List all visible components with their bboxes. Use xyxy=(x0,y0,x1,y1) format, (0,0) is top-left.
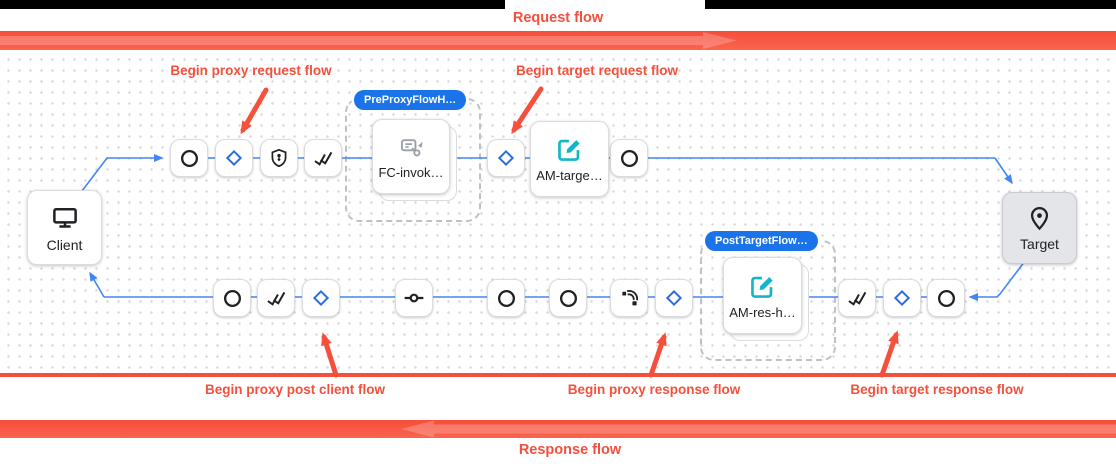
diamond-step-icon xyxy=(496,148,516,168)
double-check-icon xyxy=(846,287,869,310)
response-arrow xyxy=(401,420,1116,438)
circle-step-node[interactable] xyxy=(549,279,587,317)
assign-message-response-policy[interactable]: AM-res-h… xyxy=(723,257,802,334)
edit-square-icon xyxy=(748,272,777,301)
circle-step-node[interactable] xyxy=(487,279,525,317)
begin-proxy-post-client-label: Begin proxy post client flow xyxy=(204,382,385,397)
response-flow-bar xyxy=(0,420,1116,438)
assign-message-target-policy[interactable]: AM-targe… xyxy=(530,121,609,197)
diamond-step-node[interactable] xyxy=(487,139,525,177)
circle-step-node[interactable] xyxy=(610,139,648,177)
response-flow-title: Response flow xyxy=(518,442,622,458)
circle-step-icon xyxy=(936,288,957,309)
double-check-node[interactable] xyxy=(257,279,295,317)
location-pin-icon xyxy=(1026,205,1053,232)
diamond-step-icon xyxy=(892,288,912,308)
circle-step-icon xyxy=(619,148,640,169)
flow-callout-policy[interactable]: FC-invok… xyxy=(372,119,450,194)
post-target-flowhook-badge[interactable]: PostTargetFlow… xyxy=(705,231,818,251)
begin-proxy-request-label: Begin proxy request flow xyxy=(170,63,332,78)
route-step-icon xyxy=(403,287,425,309)
client-label: Client xyxy=(46,236,83,253)
route-step-node[interactable] xyxy=(395,279,433,317)
request-flow-bar xyxy=(0,31,1116,50)
double-check-node[interactable] xyxy=(838,279,876,317)
double-check-icon xyxy=(312,147,335,170)
circle-step-icon xyxy=(558,288,579,309)
double-check-node[interactable] xyxy=(304,139,342,177)
monitor-icon xyxy=(50,203,80,233)
diamond-step-icon xyxy=(224,148,244,168)
begin-target-response-label: Begin target response flow xyxy=(850,382,1024,397)
circle-step-node[interactable] xyxy=(170,139,208,177)
diamond-step-node[interactable] xyxy=(215,139,253,177)
waves-step-node[interactable] xyxy=(610,279,648,317)
circle-step-node[interactable] xyxy=(927,279,965,317)
diamond-step-node[interactable] xyxy=(655,279,693,317)
shield-security-icon xyxy=(269,148,289,168)
circle-step-icon xyxy=(222,288,243,309)
circle-step-icon xyxy=(496,288,517,309)
diamond-step-node[interactable] xyxy=(302,279,340,317)
double-check-icon xyxy=(265,287,288,310)
begin-target-request-label: Begin target request flow xyxy=(515,63,679,78)
begin-proxy-response-label: Begin proxy response flow xyxy=(567,382,741,397)
diamond-step-icon xyxy=(311,288,331,308)
flow-callout-icon xyxy=(398,134,425,161)
circle-step-node[interactable] xyxy=(213,279,251,317)
top-bar-gap xyxy=(505,0,705,10)
editor-canvas xyxy=(0,50,1116,373)
pre-proxy-flowhook-badge[interactable]: PreProxyFlowH… xyxy=(354,90,467,110)
canvas-bottom-red-strip xyxy=(0,373,1116,377)
diamond-step-icon xyxy=(664,288,684,308)
request-flow-title: Request flow xyxy=(512,10,604,26)
diamond-step-node[interactable] xyxy=(883,279,921,317)
assign-message-target-label: AM-targe… xyxy=(536,168,603,183)
assign-message-response-label: AM-res-h… xyxy=(729,304,796,320)
shield-security-node[interactable] xyxy=(260,139,298,177)
target-label: Target xyxy=(1020,235,1059,252)
edit-square-icon xyxy=(555,135,584,164)
client-endpoint[interactable]: Client xyxy=(27,190,102,265)
circle-step-icon xyxy=(179,148,200,169)
waves-step-icon xyxy=(619,288,640,309)
flow-callout-label: FC-invok… xyxy=(378,164,444,180)
target-endpoint[interactable]: Target xyxy=(1002,192,1077,264)
request-arrow xyxy=(0,32,737,49)
